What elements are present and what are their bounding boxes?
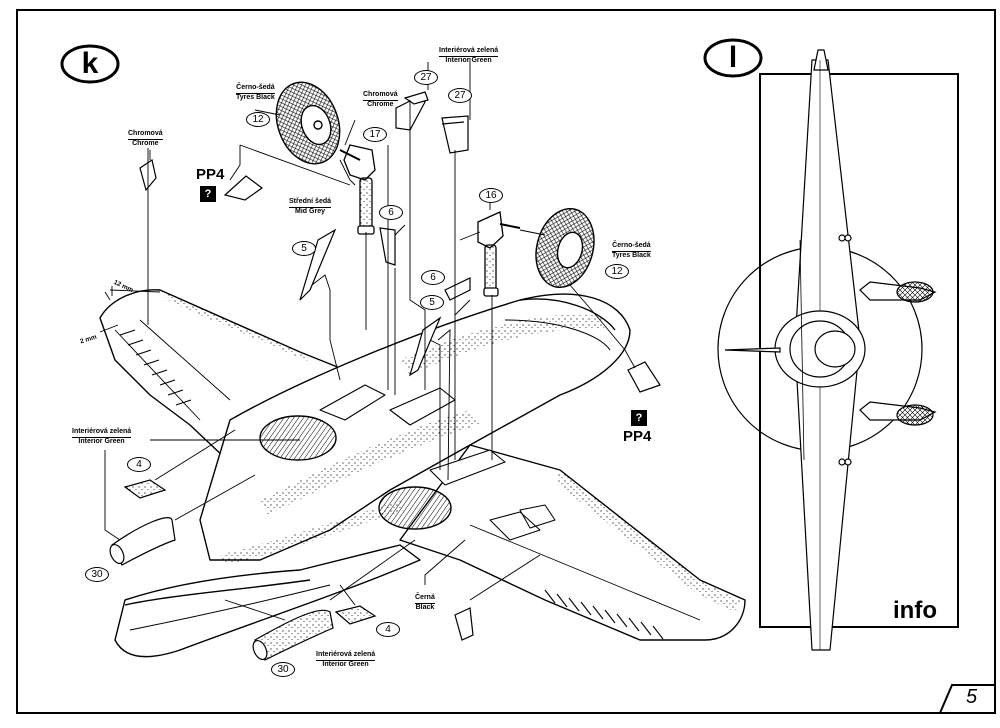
part-number-6-a: 6 [379,205,403,220]
label-chrome-left-en: Chrome [132,140,159,147]
info-label: info [893,597,937,624]
part-number-27-a: 27 [414,70,438,85]
left-wheel [275,81,341,165]
label-midgrey-cz: Střední šedá [289,198,332,208]
part-number-12-right: 12 [605,264,629,279]
label-green-top-cz: Interiérová zelená [439,47,499,57]
step-k-label: k [81,47,99,80]
wing-assembly [99,289,746,658]
part-number-4-a: 4 [127,457,151,472]
part-number-16: 16 [479,188,503,203]
label-tyres-left: Černo-šedá Tyres Black [236,84,275,102]
part-4-plates [123,479,377,625]
label-green-top-en: Interior Green [445,57,492,64]
page-number: 5 [966,686,978,708]
part-number-30-b: 30 [271,662,295,677]
label-chrome-top-cz: Chromová [363,91,398,101]
part-number-6-b: 6 [421,270,445,285]
label-green-left: Interiérová zelená Interior Green [72,428,132,446]
part-27-scoops [395,91,469,154]
label-green-bottom-cz: Interiérová zelená [316,651,376,661]
part-number-27-b: 27 [448,88,472,103]
left-gear-doors [299,227,396,301]
pp4-question-box-right: ? [631,410,647,426]
label-green-left-en: Interior Green [78,438,125,445]
part-number-4-b: 4 [376,622,400,637]
label-green-bottom-en: Interior Green [322,661,369,668]
part-number-5-a: 5 [292,241,316,256]
label-green-top: Interiérová zelená Interior Green [439,47,499,65]
pp4-label-left: PP4 [196,166,225,183]
black-part [454,607,474,641]
assembly-lines [99,58,636,621]
step-l-label: l [728,41,738,74]
label-tyres-left-en: Tyres Black [236,94,275,101]
label-midgrey-en: Mid Grey [295,208,325,215]
label-chrome-left-cz: Chromová [128,130,163,140]
label-midgrey: Střední šedá Mid Grey [289,198,332,216]
label-tyres-left-cz: Černo-šedá [236,84,275,94]
right-gear-leg [477,211,521,297]
label-tyres-right-cz: Černo-šedá [612,242,651,252]
part-number-17: 17 [363,127,387,142]
label-black-cz: Černá [415,594,435,604]
pp4-question-box-left: ? [200,186,216,202]
label-green-bottom: Interiérová zelená Interior Green [316,651,376,669]
page-number-tab [938,684,996,714]
part-30-tubes [109,517,334,661]
label-chrome-left: Chromová Chrome [128,130,163,148]
part-number-30-a: 30 [85,567,109,582]
part-number-12-left: 12 [246,112,270,127]
right-wheel [535,207,595,289]
label-chrome-top-en: Chrome [367,101,394,108]
left-gear-leg [339,144,376,235]
part-number-5-b: 5 [420,295,444,310]
step-l-badge [703,38,763,78]
page-border [16,9,996,714]
label-black-en: Black [415,604,435,611]
label-tyres-right: Černo-šedá Tyres Black [612,242,651,260]
pp4-label-right: PP4 [623,428,652,445]
label-green-left-cz: Interiérová zelená [72,428,132,438]
step-k-badge [60,44,120,84]
label-chrome-top: Chromová Chrome [363,91,398,109]
label-tyres-right-en: Tyres Black [612,252,651,259]
front-view-aircraft [717,49,937,651]
pp4-brackets [223,175,661,393]
label-black: Černá Black [415,594,435,612]
